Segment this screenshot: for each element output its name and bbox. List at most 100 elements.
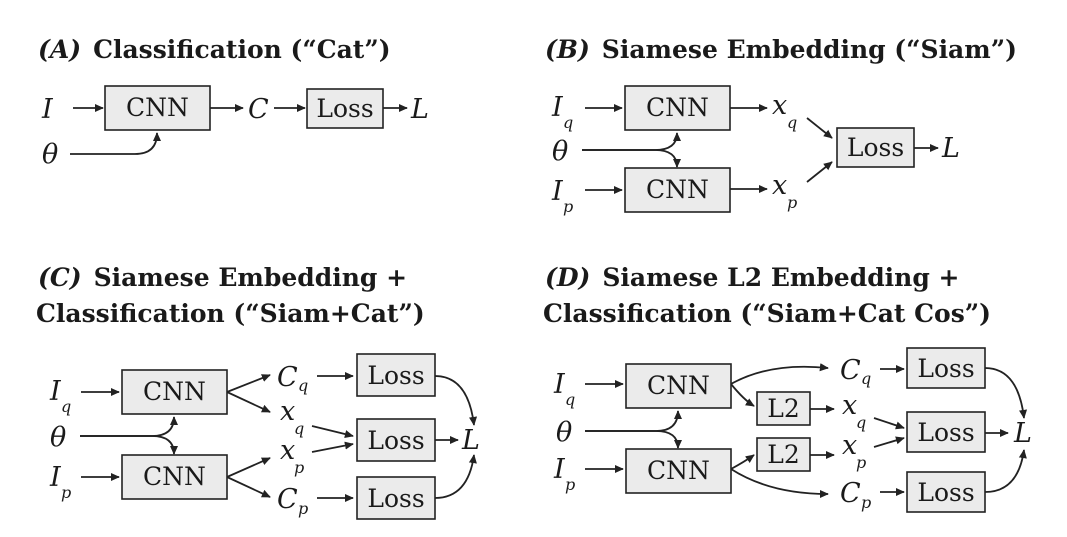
loss-output-l: L (410, 94, 429, 125)
arrow-theta-to-cnn (70, 132, 162, 155)
theta: θ (556, 417, 572, 448)
cnn-box-p: CNN (624, 167, 731, 213)
arrow-loss-p-to-l (984, 449, 1027, 493)
arrow-cnn-to-cp (730, 468, 829, 499)
svg-text:CNN: CNN (646, 93, 709, 122)
loss-box-class-p: Loss (356, 476, 436, 520)
loss-box-class-p: Loss (906, 471, 986, 513)
arrow-cnn-to-l2-q (730, 383, 755, 407)
arrow-cnn-to-xq (226, 391, 271, 413)
arrow-xq-to-loss (311, 425, 354, 439)
class-output-c: C (248, 94, 269, 125)
panel-b: (B) Siamese Embedding (“Siam”) I q CNN θ… (545, 35, 1017, 216)
cnn-box: CNN (104, 85, 211, 131)
arrow-theta-to-cnn-q (585, 410, 683, 432)
svg-text:Loss: Loss (367, 361, 424, 390)
loss-output-l: L (461, 425, 480, 456)
cnn-box-q: CNN (625, 363, 732, 409)
svg-text:CNN: CNN (126, 93, 189, 122)
cnn-box-p: CNN (625, 448, 732, 494)
arrow-xq-to-loss (873, 417, 905, 430)
theta: θ (552, 136, 568, 167)
cnn-box-q: CNN (624, 85, 731, 131)
class-output-c-q-subscript: q (298, 376, 308, 395)
class-output-c-p: C (277, 484, 298, 515)
arrow-xq-to-loss (806, 117, 833, 139)
panel-d-title-line2: Classification (“Siam+Cat Cos”) (543, 299, 991, 328)
theta: θ (50, 422, 66, 453)
theta: θ (42, 139, 58, 170)
arrow-cnn-to-cq (730, 363, 829, 385)
embedding-x-p-subscript: p (787, 193, 797, 212)
svg-text:L2: L2 (767, 440, 800, 469)
arrow-loss-p-to-l (434, 454, 477, 499)
panel-c: (C) Siamese Embedding + Classification (… (36, 263, 480, 520)
arrow-theta-to-cnn-p (582, 149, 682, 168)
svg-text:CNN: CNN (143, 462, 206, 491)
loss-box-class-q: Loss (356, 353, 436, 397)
svg-text:Loss: Loss (847, 133, 904, 162)
panel-b-title: (B) Siamese Embedding (“Siam”) (545, 35, 1017, 64)
class-output-c-p: C (840, 478, 861, 509)
loss-output-l: L (941, 133, 960, 164)
input-i-q: I (49, 376, 62, 407)
svg-text:CNN: CNN (647, 456, 710, 485)
loss-output-l: L (1013, 418, 1032, 449)
class-output-c-q: C (840, 355, 861, 386)
arrow-theta-to-cnn-q (582, 132, 682, 151)
svg-text:L2: L2 (767, 394, 800, 423)
input-i-p-subscript: p (565, 475, 575, 494)
arrow-loss-q-to-l (434, 375, 478, 426)
arrow-cnn-to-l2-p (730, 454, 755, 470)
cnn-box-q: CNN (121, 369, 228, 415)
input-i-p-subscript: p (61, 483, 71, 502)
embedding-x-p: x (772, 170, 787, 201)
embedding-x-p-subscript: p (856, 453, 866, 472)
loss-box-class-q: Loss (906, 347, 986, 389)
input-i-q-subscript: q (563, 113, 573, 132)
embedding-x-p-subscript: p (294, 458, 304, 477)
arrow-theta-to-cnn-q (80, 416, 179, 437)
svg-text:Loss: Loss (367, 426, 424, 455)
input-i: I (41, 94, 54, 125)
embedding-x-q: x (772, 90, 787, 121)
embedding-x-q-subscript: q (294, 419, 304, 438)
panel-c-title-line2: Classification (“Siam+Cat”) (36, 299, 425, 328)
input-i-p: I (49, 462, 62, 493)
svg-text:CNN: CNN (143, 377, 206, 406)
input-i-q: I (551, 92, 564, 123)
svg-text:CNN: CNN (647, 371, 710, 400)
panel-d-title-line1: (D) Siamese L2 Embedding + (545, 263, 959, 292)
input-i-q-subscript: q (565, 390, 575, 409)
panel-c-title-line1: (C) Siamese Embedding + (38, 263, 407, 292)
arrow-cnn-to-cq (226, 374, 271, 393)
arrow-xp-to-loss (873, 436, 905, 448)
input-i-p-subscript: p (563, 197, 573, 216)
input-i-p: I (551, 176, 564, 207)
arrow-cnn-to-cp (226, 476, 271, 498)
arrow-loss-q-to-l (984, 367, 1028, 419)
embedding-x-q-subscript: q (856, 413, 866, 432)
panel-a: (A) Classification (“Cat”) I CNN C Loss … (38, 35, 429, 170)
arrow-theta-to-cnn-p (585, 430, 683, 449)
arrow-cnn-to-xp (226, 457, 271, 478)
arrow-theta-to-cnn-p (80, 435, 179, 455)
embedding-x-q-subscript: q (787, 113, 797, 132)
input-i-p: I (553, 454, 566, 485)
loss-box-embedding: Loss (356, 418, 436, 462)
cnn-box-p: CNN (121, 454, 228, 500)
class-output-c-q: C (277, 362, 298, 393)
loss-box: Loss (836, 127, 915, 168)
embedding-x-p: x (842, 430, 857, 461)
class-output-c-p-subscript: p (298, 499, 308, 518)
svg-text:Loss: Loss (917, 354, 974, 383)
svg-text:Loss: Loss (917, 478, 974, 507)
input-i-q: I (553, 369, 566, 400)
svg-text:Loss: Loss (917, 418, 974, 447)
l2-box-p: L2 (756, 437, 811, 472)
class-output-c-p-subscript: p (861, 493, 871, 512)
class-output-c-q-subscript: q (861, 369, 871, 388)
panel-d: (D) Siamese L2 Embedding + Classificatio… (543, 263, 1032, 513)
loss-box: Loss (306, 88, 384, 129)
input-i-q-subscript: q (61, 397, 71, 416)
